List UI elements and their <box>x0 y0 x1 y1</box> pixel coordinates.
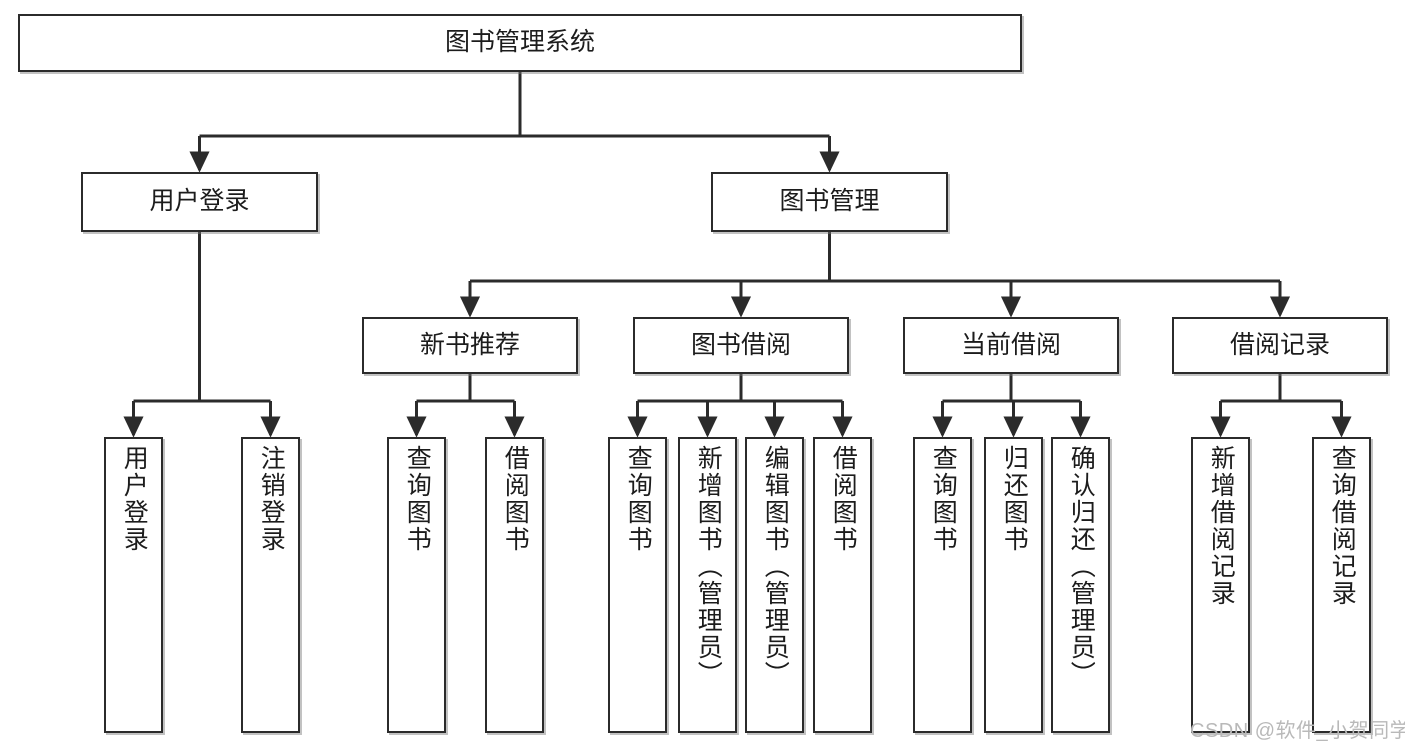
node-label: 借阅图书 <box>501 445 530 553</box>
node-user-login[interactable]: 用户登录 <box>81 172 318 232</box>
node-label: 查询图书 <box>403 445 432 553</box>
node-leaf-query-book-3[interactable]: 查询图书 <box>913 437 972 733</box>
node-leaf-confirm-return[interactable]: 确认归还（管理员） <box>1051 437 1110 733</box>
node-leaf-query-record[interactable]: 查询借阅记录 <box>1312 437 1371 733</box>
node-label: 注销登录 <box>257 445 286 553</box>
node-label: 新增借阅记录 <box>1207 445 1236 607</box>
node-label: 用户登录 <box>120 445 149 553</box>
node-leaf-borrow-book-1[interactable]: 借阅图书 <box>485 437 544 733</box>
node-leaf-edit-book[interactable]: 编辑图书（管理员） <box>745 437 804 733</box>
node-label: 查询图书 <box>929 445 958 553</box>
node-leaf-query-book-2[interactable]: 查询图书 <box>608 437 667 733</box>
node-label: 新书推荐 <box>419 330 520 359</box>
node-label: 图书管理系统 <box>444 28 595 57</box>
node-label: 查询借阅记录 <box>1328 445 1357 607</box>
node-label: 确认归还（管理员） <box>1067 445 1096 688</box>
node-leaf-user-login[interactable]: 用户登录 <box>104 437 163 733</box>
node-leaf-add-book[interactable]: 新增图书（管理员） <box>678 437 737 733</box>
node-leaf-add-record[interactable]: 新增借阅记录 <box>1191 437 1250 733</box>
node-leaf-query-book-1[interactable]: 查询图书 <box>387 437 446 733</box>
node-root[interactable]: 图书管理系统 <box>18 14 1022 72</box>
node-label: 编辑图书（管理员） <box>761 445 790 688</box>
node-label: 当前借阅 <box>960 330 1061 359</box>
node-leaf-borrow-book-2[interactable]: 借阅图书 <box>813 437 872 733</box>
node-label: 图书借阅 <box>690 330 791 359</box>
node-label: 用户登录 <box>149 187 250 216</box>
node-label: 图书管理 <box>779 187 880 216</box>
node-book-manage[interactable]: 图书管理 <box>711 172 948 232</box>
node-current-borrow[interactable]: 当前借阅 <box>903 317 1119 374</box>
node-label: 借阅图书 <box>829 445 858 553</box>
node-label: 查询图书 <box>624 445 653 553</box>
node-borrow-record[interactable]: 借阅记录 <box>1172 317 1388 374</box>
node-label: 归还图书 <box>1000 445 1029 553</box>
node-label: 借阅记录 <box>1229 330 1330 359</box>
node-book-borrow[interactable]: 图书借阅 <box>633 317 849 374</box>
node-leaf-return-book[interactable]: 归还图书 <box>984 437 1043 733</box>
node-label: 新增图书（管理员） <box>694 445 723 688</box>
node-leaf-logout[interactable]: 注销登录 <box>241 437 300 733</box>
node-new-book-rec[interactable]: 新书推荐 <box>362 317 578 374</box>
